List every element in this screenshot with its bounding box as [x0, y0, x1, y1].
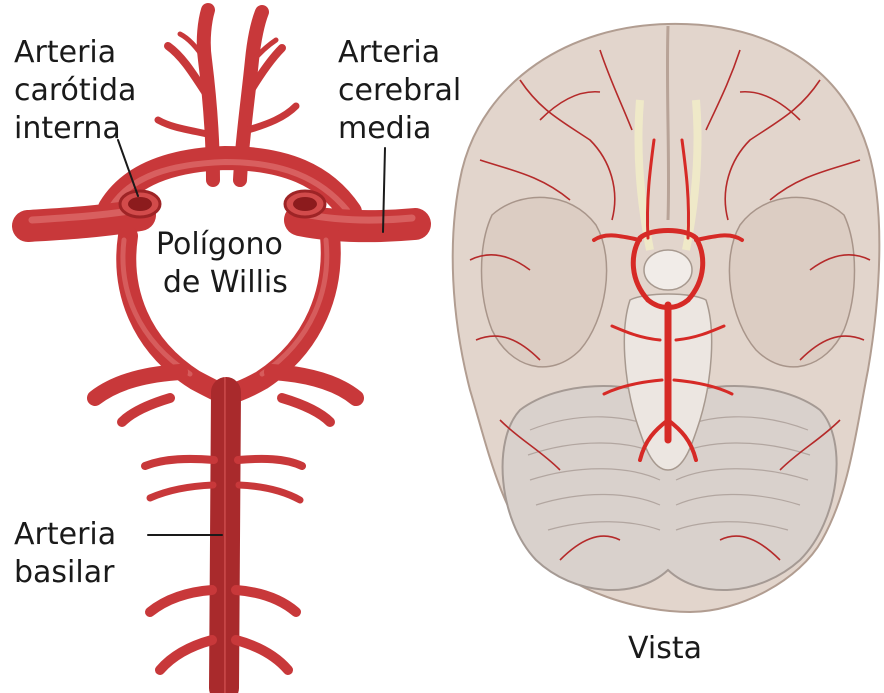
label-line: Vista [628, 630, 702, 668]
label-line: basilar [14, 554, 116, 592]
label-line: interna [14, 110, 136, 148]
brain-inferior-view [453, 24, 880, 612]
label-line: de Willis [156, 264, 295, 302]
label-view: Vista [628, 630, 702, 668]
label-basilar-artery: Arteria basilar [14, 516, 116, 592]
label-line: Arteria [14, 516, 116, 554]
label-circle-of-willis: Polígono de Willis [156, 226, 295, 302]
label-line: media [338, 110, 461, 148]
label-line: cerebral [338, 72, 461, 110]
label-internal-carotid: Arteria carótida interna [14, 34, 136, 148]
label-line: Arteria [338, 34, 461, 72]
basilar-trunk [224, 392, 226, 688]
label-middle-cerebral: Arteria cerebral media [338, 34, 461, 148]
label-line: Arteria [14, 34, 136, 72]
label-line: Polígono [156, 226, 295, 264]
label-line: carótida [14, 72, 136, 110]
